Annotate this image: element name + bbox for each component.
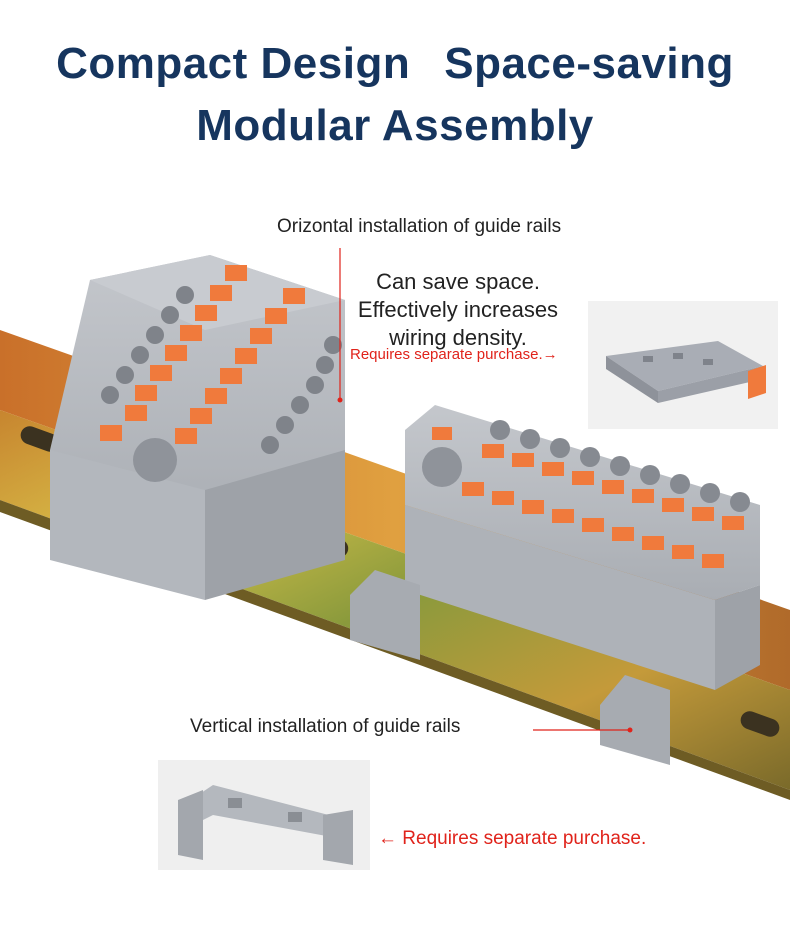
terminal-block-horizontal-image bbox=[50, 255, 345, 600]
horizontal-install-label: Orizontal installation of guide rails bbox=[277, 216, 562, 237]
arrow-right-icon: → bbox=[542, 346, 558, 363]
end-stop-image bbox=[588, 301, 778, 429]
mounting-foot-inset bbox=[158, 760, 370, 870]
callout-dot-vertical bbox=[627, 727, 633, 733]
title-compact-design: Compact Design bbox=[56, 39, 411, 88]
purchase-note-bottom: ← Requires separate purchase. bbox=[378, 828, 646, 850]
arrow-left-icon: ← bbox=[378, 828, 397, 849]
purchase-note-top-text: Requires separate purchase. bbox=[350, 346, 543, 363]
benefit-line-2: Effectively increases bbox=[357, 297, 559, 322]
benefit-line-1: Can save space. bbox=[376, 269, 540, 294]
callout-dot-horizontal bbox=[337, 397, 343, 403]
benefit-line-3: wiring density. bbox=[389, 325, 527, 350]
title-line-2: Modular Assembly bbox=[196, 101, 594, 150]
mounting-foot-image bbox=[158, 760, 370, 870]
benefit-text: Can save space. Effectively increases wi… bbox=[340, 268, 576, 352]
purchase-note-bottom-text: Requires separate purchase. bbox=[402, 828, 647, 849]
end-stop-inset bbox=[588, 301, 778, 429]
terminal-block-vertical-image bbox=[350, 405, 760, 765]
purchase-note-top: Requires separate purchase.→ bbox=[350, 346, 558, 363]
title-line-1: Compact Design Space-saving bbox=[0, 36, 790, 92]
title-space-saving: Space-saving bbox=[444, 39, 734, 88]
vertical-install-label: Vertical installation of guide rails bbox=[190, 716, 461, 737]
